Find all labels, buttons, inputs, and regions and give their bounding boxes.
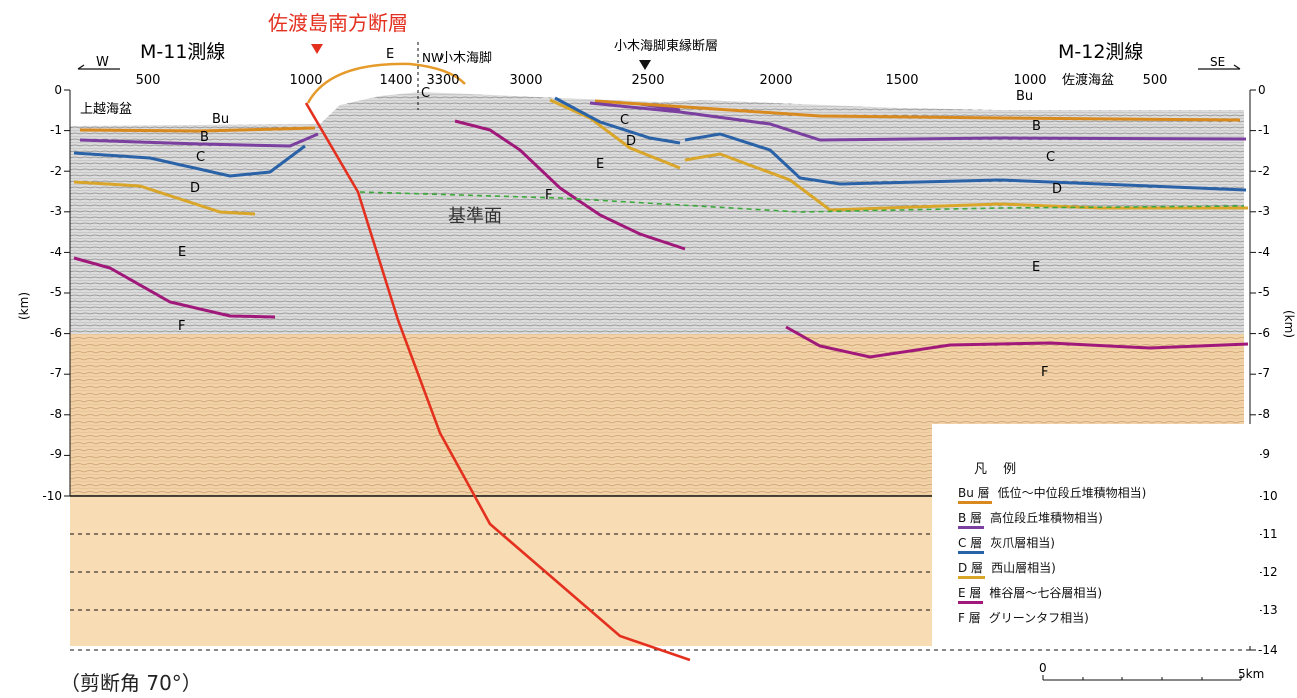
line-junction-curve (306, 62, 466, 104)
svg-text:2000: 2000 (759, 73, 792, 88)
caption: （剪断角 70°） (60, 671, 202, 694)
legend-item-e: E 層椎谷層～七谷層相当) (958, 584, 1102, 604)
svg-text:-2: -2 (1258, 164, 1270, 178)
svg-text:E: E (1032, 260, 1040, 275)
depth-unit-left: (km) (17, 292, 31, 320)
scale-start: 0 (1039, 661, 1047, 675)
svg-text:C: C (1046, 150, 1055, 165)
legend-item-bu: Bu 層低位～中位段丘堆積物相当) (958, 484, 1146, 504)
svg-text:-14: -14 (1258, 643, 1278, 657)
legend-item-c: C 層灰爪層相当) (958, 534, 1055, 554)
feature-joetsu-basin: 上越海盆 (80, 102, 132, 117)
svg-text:0: 0 (1258, 83, 1266, 97)
direction-left: W (96, 55, 109, 70)
svg-text:-10: -10 (1258, 489, 1278, 503)
svg-text:500: 500 (136, 73, 161, 88)
line-name-left: M-11測線 (140, 41, 225, 63)
svg-text:-7: -7 (50, 366, 62, 380)
junction-label-left: E (386, 47, 394, 62)
horizons-right (589, 99, 1249, 359)
horizons-left (73, 126, 319, 319)
svg-text:C: C (421, 86, 430, 101)
svg-text:-3: -3 (50, 204, 62, 218)
svg-text:-4: -4 (1258, 245, 1270, 259)
svg-text:-8: -8 (50, 407, 62, 421)
svg-text:D: D (1052, 182, 1062, 197)
svg-text:1000: 1000 (1013, 73, 1046, 88)
svg-text:-1: -1 (1258, 123, 1270, 137)
svg-text:Bu: Bu (212, 112, 229, 127)
fault-marker-icon (311, 44, 323, 54)
left-axis-ticks (64, 89, 70, 497)
feature-kogi-east-fault: 小木海脚東縁断層 (614, 38, 718, 54)
svg-text:E: E (596, 157, 604, 172)
svg-text:1400: 1400 (379, 73, 412, 88)
west-arrow-icon (77, 64, 120, 70)
horizons-center (454, 96, 686, 251)
svg-text:-9: -9 (50, 447, 62, 461)
svg-text:3000: 3000 (509, 73, 542, 88)
direction-right: SE (1210, 55, 1225, 69)
svg-text:500: 500 (1143, 73, 1168, 88)
svg-text:-11: -11 (1258, 527, 1278, 541)
feature-datum: 基準面 (448, 206, 502, 227)
svg-text:1000: 1000 (289, 73, 322, 88)
svg-text:1500: 1500 (885, 73, 918, 88)
kogi-fault-marker-icon (639, 60, 651, 70)
scale-bar (1042, 675, 1242, 681)
svg-text:0: 0 (54, 83, 62, 97)
svg-text:E: E (178, 245, 186, 260)
svg-text:B: B (200, 130, 209, 145)
datum-line (359, 191, 1245, 213)
svg-text:Bu: Bu (1016, 89, 1033, 104)
svg-text:-8: -8 (1258, 407, 1270, 421)
svg-text:D: D (190, 181, 200, 196)
legend-item-f: F 層グリーンタフ相当) (958, 611, 1089, 625)
svg-text:F: F (1041, 365, 1048, 380)
svg-text:F: F (178, 319, 185, 334)
legend-item-d: D 層西山層相当) (958, 559, 1056, 579)
svg-text:-6: -6 (1258, 326, 1270, 340)
feature-kogi-ridge: 小木海脚 (440, 50, 492, 66)
seismic-image-upper (70, 92, 1244, 334)
svg-text:C: C (620, 113, 629, 128)
layer-labels-center: C C D E F (421, 86, 636, 203)
svg-text:-1: -1 (50, 123, 62, 137)
left-depth-labels: 0 -1 -2 -3 -4 -5 -6 -7 -8 -9 -10 (42, 83, 62, 503)
svg-text:-9: -9 (1258, 447, 1270, 461)
svg-text:3300: 3300 (426, 73, 459, 88)
layer-labels-left: Bu B C D E F (178, 112, 229, 334)
depth-unit-right: (km) (1282, 310, 1296, 338)
fault-trace (304, 102, 691, 662)
layer-labels-right: Bu B C D E F (1016, 89, 1062, 380)
svg-text:-2: -2 (50, 164, 62, 178)
legend-box: 凡 例 Bu 層低位～中位段丘堆積物相当) B 層高位段丘堆積物相当) C 層灰… (932, 424, 1260, 646)
scale-end: 5km (1238, 667, 1264, 681)
figure-title: 佐渡島南方断層 (268, 11, 408, 35)
svg-text:D: D (626, 134, 636, 149)
top-distance-ticks: 500 1000 1400 3300 3000 2500 2000 1500 1… (136, 73, 1168, 88)
right-depth-labels: 0 -1 -2 -3 -4 -5 -6 -7 -8 -9 -10 -11 -12… (1258, 83, 1278, 657)
svg-text:2500: 2500 (631, 73, 664, 88)
svg-text:-3: -3 (1258, 204, 1270, 218)
svg-text:B: B (1032, 119, 1041, 134)
legend-item-b: B 層高位段丘堆積物相当) (958, 509, 1103, 529)
svg-text:-13: -13 (1258, 603, 1278, 617)
svg-text:C: C (196, 150, 205, 165)
svg-text:-5: -5 (1258, 285, 1270, 299)
svg-text:-4: -4 (50, 245, 62, 259)
svg-text:-6: -6 (50, 326, 62, 340)
legend-title: 凡 例 (974, 462, 1023, 477)
feature-sado-basin: 佐渡海盆 (1062, 72, 1114, 88)
line-name-right: M-12測線 (1058, 41, 1143, 63)
southeast-arrow-icon (1198, 64, 1241, 70)
svg-text:-7: -7 (1258, 366, 1270, 380)
svg-text:-12: -12 (1258, 565, 1278, 579)
junction-label-right: NW (422, 51, 443, 65)
svg-text:F: F (545, 188, 552, 203)
svg-text:-10: -10 (42, 489, 62, 503)
svg-text:-5: -5 (50, 285, 62, 299)
